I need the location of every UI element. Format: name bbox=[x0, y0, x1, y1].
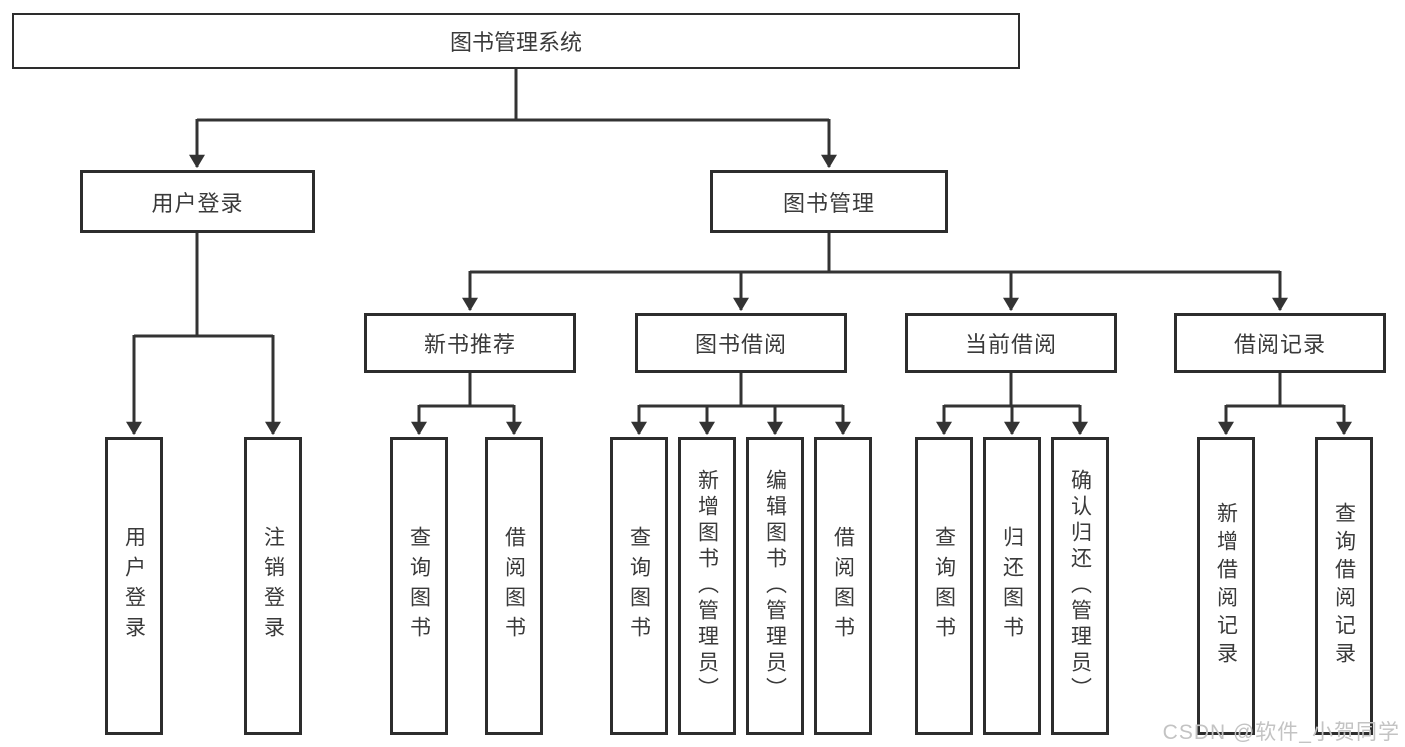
leaf-logout: 注销登录 bbox=[244, 437, 302, 735]
leaf-label: 查询图书 bbox=[407, 526, 431, 646]
leaf-label: 查询借阅记录 bbox=[1332, 502, 1356, 670]
leaf-add-book-admin: 新增图书（管理员） bbox=[678, 437, 736, 735]
node-label: 借阅记录 bbox=[1233, 332, 1326, 357]
leaf-borrow-book-recommend: 借阅图书 bbox=[485, 437, 543, 735]
leaf-label: 借阅图书 bbox=[502, 526, 526, 646]
leaf-add-borrow-record: 新增借阅记录 bbox=[1197, 437, 1255, 735]
node-library-management-system: 图书管理系统 bbox=[12, 13, 1020, 69]
leaf-borrow-book: 借阅图书 bbox=[814, 437, 872, 735]
node-label: 图书管理系统 bbox=[449, 30, 582, 55]
leaf-query-borrow-record: 查询借阅记录 bbox=[1315, 437, 1373, 735]
leaf-query-book-recommend: 查询图书 bbox=[390, 437, 448, 735]
node-book-management: 图书管理 bbox=[710, 170, 948, 233]
leaf-label: 新增图书（管理员） bbox=[695, 469, 719, 703]
node-label: 用户登录 bbox=[151, 190, 244, 216]
node-label: 当前借阅 bbox=[964, 332, 1057, 357]
leaf-label: 查询图书 bbox=[627, 526, 651, 646]
leaf-label: 借阅图书 bbox=[831, 526, 855, 646]
leaf-query-book-current: 查询图书 bbox=[915, 437, 973, 735]
node-user-login: 用户登录 bbox=[80, 170, 315, 233]
leaf-label: 注销登录 bbox=[261, 526, 285, 646]
node-current-borrow: 当前借阅 bbox=[905, 313, 1117, 373]
leaf-edit-book-admin: 编辑图书（管理员） bbox=[746, 437, 804, 735]
node-book-borrow: 图书借阅 bbox=[635, 313, 847, 373]
csdn-watermark: CSDN @软件_小贺同学 bbox=[1162, 721, 1400, 744]
node-label: 图书借阅 bbox=[694, 332, 787, 357]
node-new-book-recommend: 新书推荐 bbox=[364, 313, 576, 373]
leaf-user-login: 用户登录 bbox=[105, 437, 163, 735]
leaf-label: 查询图书 bbox=[932, 526, 956, 646]
leaf-query-book-borrow: 查询图书 bbox=[610, 437, 668, 735]
leaf-label: 确认归还（管理员） bbox=[1068, 469, 1092, 703]
leaf-label: 新增借阅记录 bbox=[1214, 502, 1238, 670]
node-borrow-record: 借阅记录 bbox=[1174, 313, 1386, 373]
leaf-return-book: 归还图书 bbox=[983, 437, 1041, 735]
leaf-confirm-return-admin: 确认归还（管理员） bbox=[1051, 437, 1109, 735]
node-label: 新书推荐 bbox=[423, 332, 516, 357]
leaf-label: 用户登录 bbox=[122, 526, 146, 646]
node-label: 图书管理 bbox=[782, 190, 875, 216]
leaf-label: 编辑图书（管理员） bbox=[763, 469, 787, 703]
leaf-label: 归还图书 bbox=[1000, 526, 1024, 646]
